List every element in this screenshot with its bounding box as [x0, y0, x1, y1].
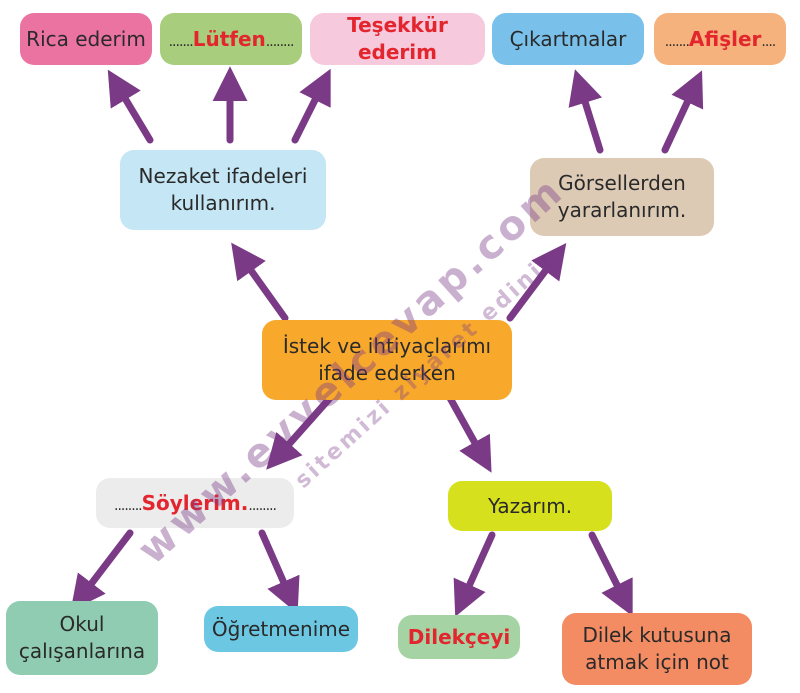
answer-tesekkur-ederim: Teşekkür ederim: [347, 13, 448, 64]
arrow-soylerim-to-okul: [70, 529, 134, 611]
gorsel-line-2: yararlanırım.: [557, 198, 687, 222]
node-ogretmenime: Öğretmenime: [204, 606, 358, 652]
node-nezaket-ifadeleri: Nezaket ifadeleri kullanırım.: [120, 150, 326, 230]
arrow-center-to-gorsel: [506, 242, 567, 322]
arrow-nezaket-to-tesekkur: [291, 68, 331, 144]
node-center-istek: İstek ve ihtiyaçlarımı ifade ederken: [262, 320, 512, 400]
node-tesekkur-ederim: Teşekkür ederim: [310, 13, 485, 65]
answer-lutfen: Lütfen: [192, 26, 266, 51]
arrow-center-to-nezaket: [231, 242, 289, 322]
node-cikartmalar: Çıkartmalar: [492, 13, 644, 65]
nezaket-line-1: Nezaket ifadeleri: [138, 164, 308, 188]
center-line-2: ifade ederken: [318, 361, 456, 385]
arrow-gorsel-to-cikartmalar: [568, 69, 604, 154]
node-rica-ederim: Rica ederim: [20, 13, 152, 65]
answer-afisler: Afişler: [688, 26, 762, 51]
node-okul-calisanlarina: Okul çalışanlarına: [6, 601, 158, 675]
node-yazarim: Yazarım.: [448, 481, 612, 531]
arrow-nezaket-to-rica: [107, 69, 154, 144]
arrow-soylerim-to-ogretmen: [258, 529, 300, 614]
node-afisler: .......Afişler....: [654, 13, 786, 65]
arrow-yazarim-to-dilek-kutusu: [588, 531, 633, 617]
okul-line-2: çalışanlarına: [18, 639, 146, 663]
node-yazarim-label: Yazarım.: [487, 493, 573, 518]
node-gorsellerden: Görsellerden yararlanırım.: [530, 158, 714, 236]
arrow-gorsel-to-afisler: [661, 70, 704, 154]
node-rica-ederim-label: Rica ederim: [26, 26, 146, 51]
dilek-line-1: Dilek kutusuna: [582, 623, 732, 647]
gorsel-line-1: Görsellerden: [558, 171, 686, 195]
fill-in-soylerim: ........Söylerim.........: [114, 490, 277, 515]
node-soylerim: ........Söylerim.........: [96, 478, 294, 528]
fill-in-afisler: .......Afişler....: [664, 26, 776, 51]
answer-soylerim: Söylerim.: [141, 490, 249, 515]
node-ogretmenime-label: Öğretmenime: [211, 616, 351, 641]
fill-in-lutfen: .......Lütfen........: [168, 26, 295, 51]
dilek-line-2: atmak için not: [585, 650, 729, 674]
answer-dilekceyi: Dilekçeyi: [407, 624, 511, 649]
nezaket-line-2: kullanırım.: [170, 191, 276, 215]
arrow-center-to-yazarim: [446, 394, 492, 473]
node-dilek-kutusu: Dilek kutusuna atmak için not: [562, 613, 752, 685]
node-dilekceyi: Dilekçeyi: [398, 615, 520, 659]
center-line-1: İstek ve ihtiyaçlarımı: [282, 334, 492, 358]
arrow-center-to-soylerim: [266, 394, 334, 470]
node-cikartmalar-label: Çıkartmalar: [509, 26, 627, 51]
arrow-yazarim-to-dilekce: [453, 531, 496, 617]
node-lutfen: .......Lütfen........: [160, 13, 302, 65]
okul-line-1: Okul: [59, 612, 105, 636]
